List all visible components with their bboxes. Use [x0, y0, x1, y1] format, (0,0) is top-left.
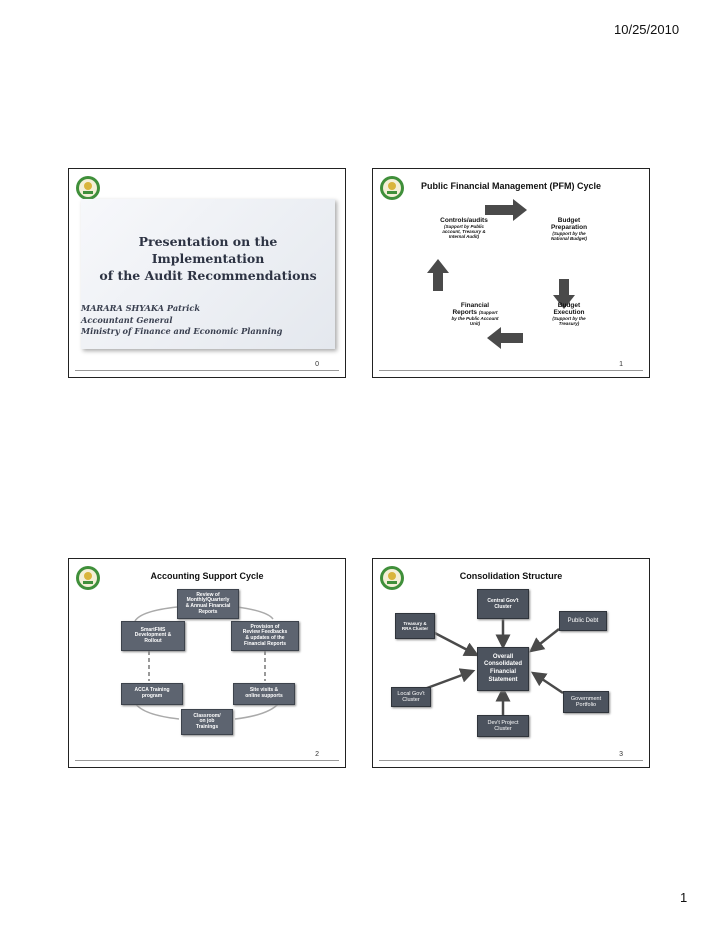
cycle-financial-reports: Financial Reports (Support by the Public… [451, 302, 499, 326]
slide-number: 3 [619, 751, 623, 758]
slide-title-text: Accounting Support Cycle [150, 571, 264, 581]
slide-title-text: Consolidation Structure [459, 571, 563, 581]
treasury-rra-cluster-box: Treasury &RRA Cluster [395, 613, 435, 639]
arrow-left-icon [487, 327, 523, 349]
presenter-org: Ministry of Finance and Economic Plannin… [81, 326, 283, 337]
presenter-name: MARARA SHYAKA Patrick [81, 303, 200, 313]
title-box: Presentation on the Implementation of th… [81, 199, 335, 349]
arrow-up-icon [427, 259, 449, 291]
slide-number: 1 [619, 361, 623, 368]
slide-title-text: Public Financial Management (PFM) Cycle [420, 181, 602, 191]
slide-number: 2 [315, 751, 319, 758]
rwanda-seal-logo [76, 176, 100, 200]
slide-footer-rule [75, 370, 339, 371]
site-visits-box: Site visits &online supports [233, 683, 295, 705]
public-debt-box: Public Debt [559, 611, 607, 631]
slide-footer-rule [75, 760, 339, 761]
cycle-controls-audits: Controls/audits (Support by Public accou… [440, 217, 488, 239]
page-number: 1 [680, 890, 688, 905]
slide-pfm-cycle[interactable]: Public Financial Management (PFM) Cycle … [372, 168, 650, 378]
page-date: 10/25/2010 [614, 22, 680, 37]
cycle-budget-execution: Budget Execution (Support by the Treasur… [552, 302, 586, 326]
presentation-title: Presentation on the Implementation of th… [99, 234, 317, 283]
rwanda-seal-logo [76, 566, 100, 590]
cycle-budget-preparation: Budget Preparation (Support by the Natio… [550, 217, 588, 241]
arrow-right-icon [485, 199, 527, 221]
slide-number: 0 [315, 361, 319, 368]
rwanda-seal-logo [380, 566, 404, 590]
slide-footer-rule [379, 370, 643, 371]
rwanda-seal-logo [380, 176, 404, 200]
presenter-info: MARARA SHYAKA Patrick Accountant General… [81, 303, 282, 338]
cycle-arrows [427, 199, 575, 349]
slide-footer-rule [379, 760, 643, 761]
slide-title[interactable]: Presentation on the Implementation of th… [68, 168, 346, 378]
presenter-role: Accountant General [81, 314, 173, 325]
arrow-down-icon [553, 279, 575, 309]
